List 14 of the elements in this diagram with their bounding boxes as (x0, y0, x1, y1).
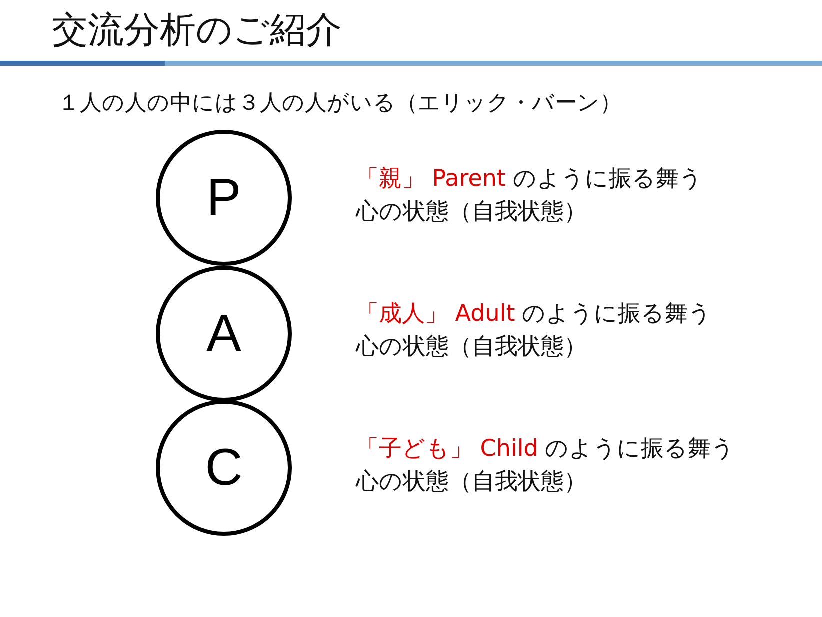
role-name: 「子ども」 Child (356, 436, 538, 462)
state-description: 心の状態（自我状態） (356, 333, 588, 362)
slide-title: 交流分析のご紹介 (52, 9, 342, 53)
role-description: のように振る舞う (522, 301, 712, 327)
circle-letter: C (156, 400, 292, 536)
role-name: 「親」 Parent (356, 166, 506, 192)
circle-letter: A (156, 266, 292, 402)
subtitle-text: １人の人の中には３人の人がいる（エリック・バーン） (58, 90, 622, 118)
role-description: のように振る舞う (512, 166, 703, 192)
role-description: のように振る舞う (545, 436, 736, 462)
state-description: 心の状態（自我状態） (356, 198, 588, 227)
circle-letter: P (156, 130, 292, 266)
state-description: 心の状態（自我状態） (356, 468, 588, 497)
role-name: 「成人」 Adult (356, 301, 516, 327)
